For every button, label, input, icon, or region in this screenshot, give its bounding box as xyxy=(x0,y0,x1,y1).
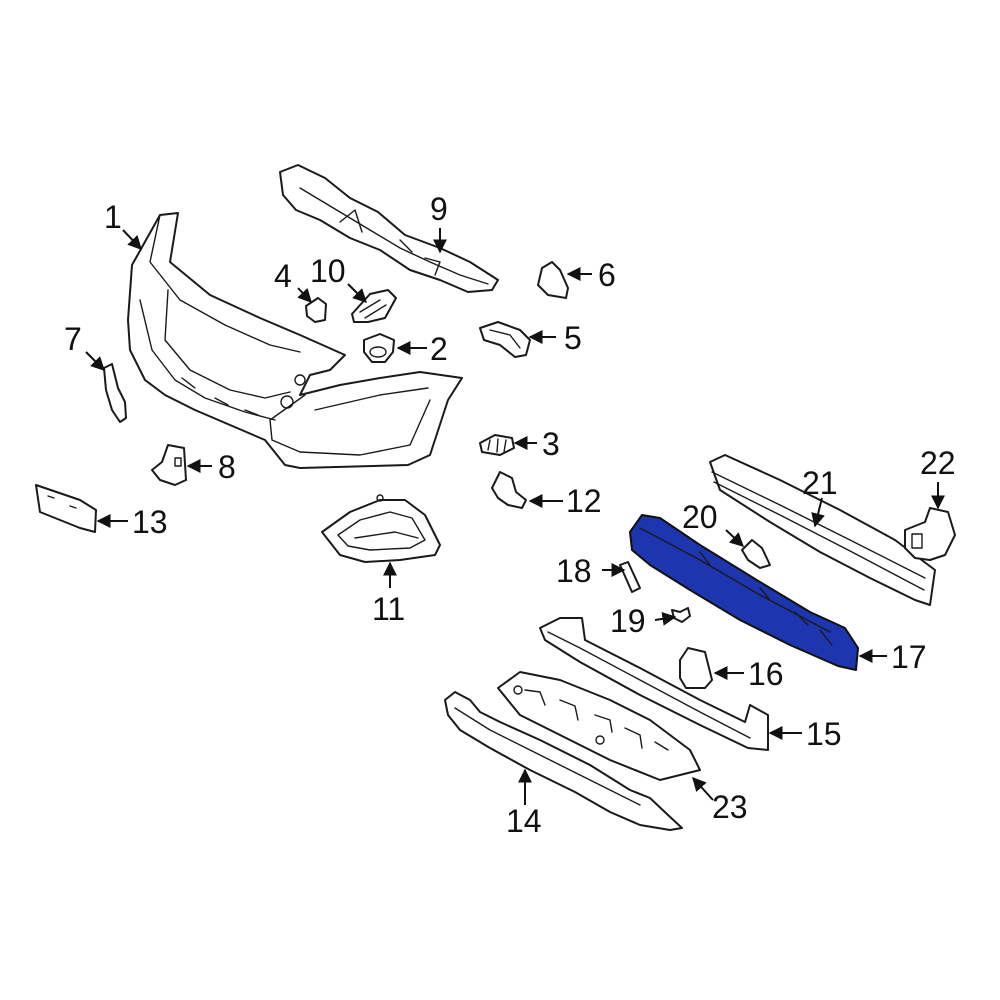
part-7-bracket[interactable] xyxy=(103,363,127,423)
part-9-upper-deflector[interactable] xyxy=(279,164,499,293)
part-11-fog-bezel[interactable] xyxy=(321,494,441,563)
part-12-bracket[interactable] xyxy=(491,471,527,509)
part-4-clip[interactable] xyxy=(305,297,327,323)
part-15-lower-beam[interactable] xyxy=(539,617,769,751)
callout-4: 4 xyxy=(274,258,292,294)
part-17-energy-absorber[interactable] xyxy=(629,514,859,671)
callout-11: 11 xyxy=(372,591,405,627)
part-23-undercover[interactable] xyxy=(497,671,701,781)
callout-8: 8 xyxy=(218,449,236,485)
callout-19: 19 xyxy=(610,603,646,639)
callout-20: 20 xyxy=(682,499,718,535)
callout-23: 23 xyxy=(712,789,748,825)
part-22-bracket[interactable] xyxy=(904,507,956,561)
part-20-clip[interactable] xyxy=(741,539,771,569)
part-10-bracket[interactable] xyxy=(351,289,397,323)
part-16-bracket[interactable] xyxy=(679,647,713,689)
callout-13: 13 xyxy=(132,504,168,540)
part-14-air-deflector[interactable] xyxy=(444,691,683,831)
part-1-bumper-cover[interactable] xyxy=(127,212,463,469)
callout-10: 10 xyxy=(310,253,346,289)
callout-21: 21 xyxy=(802,465,838,501)
part-19-clip[interactable] xyxy=(671,607,691,623)
leader-lines xyxy=(85,228,945,805)
callout-7: 7 xyxy=(64,321,82,357)
part-8-bracket[interactable] xyxy=(151,444,187,486)
part-2-grommet[interactable] xyxy=(363,333,395,363)
part-18-seal[interactable] xyxy=(619,561,641,593)
callout-9: 9 xyxy=(430,191,448,227)
part-5-bracket[interactable] xyxy=(479,321,531,358)
callout-14: 14 xyxy=(506,803,542,839)
callout-1: 1 xyxy=(104,199,122,235)
callout-labels: 1 2 3 4 5 6 7 8 9 10 11 12 13 14 15 16 1… xyxy=(64,191,956,839)
callout-2: 2 xyxy=(430,331,448,367)
callout-18: 18 xyxy=(556,553,592,589)
callout-22: 22 xyxy=(920,445,956,481)
part-6-bracket[interactable] xyxy=(537,261,569,299)
part-13-license-bracket[interactable] xyxy=(35,484,97,533)
callout-17: 17 xyxy=(891,639,927,675)
part-3-sensor[interactable] xyxy=(479,434,515,456)
callout-12: 12 xyxy=(566,483,602,519)
callout-3: 3 xyxy=(542,426,560,462)
callout-5: 5 xyxy=(564,320,582,356)
callout-16: 16 xyxy=(748,656,784,692)
callout-6: 6 xyxy=(598,257,616,293)
callout-15: 15 xyxy=(806,716,842,752)
